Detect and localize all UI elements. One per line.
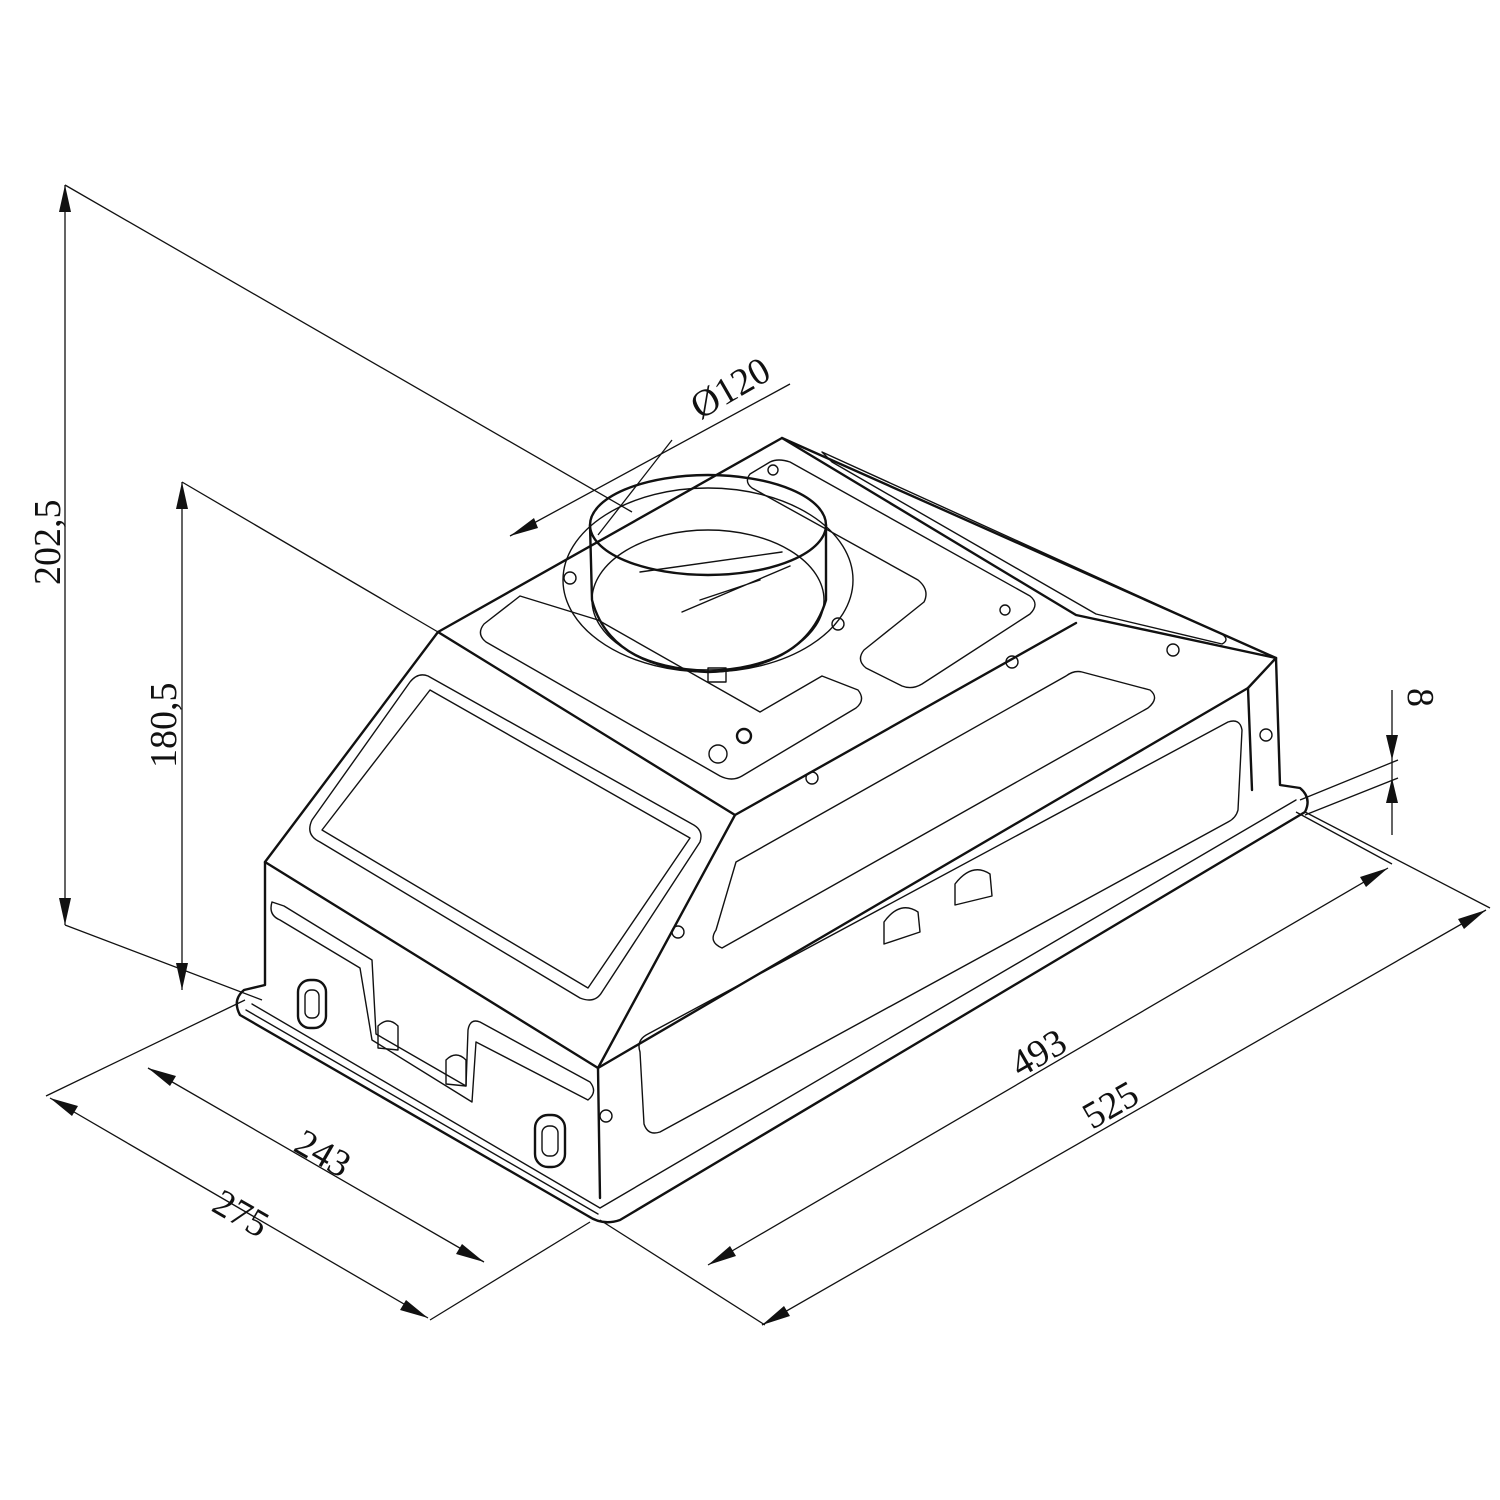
label-inner-width: 493 <box>1004 1021 1074 1086</box>
screw-icon <box>563 571 577 585</box>
screw-icon <box>735 727 753 745</box>
ext-line-total-height-bottom <box>64 924 263 1001</box>
dim-line-inner-depth <box>147 1067 485 1263</box>
side-vertical-lower-edge <box>1246 686 1254 792</box>
front-vent-slot-left <box>296 978 328 1030</box>
screw-icon <box>1259 728 1273 742</box>
label-flange-thickness: 8 <box>1399 688 1441 707</box>
arrowhead <box>50 1098 78 1116</box>
latch-icon <box>707 667 727 683</box>
label-inner-depth: 243 <box>288 1121 358 1186</box>
label-total-height: 202,5 <box>27 500 69 586</box>
top-plate-right <box>746 459 1036 689</box>
flange-inner-edge <box>251 799 1297 1209</box>
arrowhead <box>708 1246 736 1265</box>
side-upper-recess <box>712 670 1156 949</box>
hood-outline <box>235 436 1309 1224</box>
screw-icon <box>1166 643 1180 657</box>
cooker-hood-body <box>235 436 1309 1224</box>
ext-line-inner-width <box>1295 811 1393 865</box>
label-outer-depth: 275 <box>206 1181 276 1246</box>
ext-line-front-corner <box>599 1219 766 1326</box>
top-rear-rail <box>821 451 1227 645</box>
front-clip-right <box>445 1054 467 1087</box>
front-lower-recess <box>270 901 595 1103</box>
arrowhead <box>1458 910 1486 929</box>
ext-line-depth-left <box>45 999 246 1097</box>
screw-icon <box>805 771 819 785</box>
collar-flange <box>562 487 854 673</box>
arrowhead <box>59 898 71 925</box>
flange-lower-edge <box>245 1009 599 1215</box>
screw-icon <box>708 744 728 764</box>
ext-line-flange-top <box>1299 759 1399 801</box>
arrowhead <box>59 185 71 212</box>
arrowhead <box>176 482 188 509</box>
arrowhead <box>456 1244 484 1262</box>
dimension-lines <box>45 184 1491 1326</box>
arrowhead <box>762 1306 790 1325</box>
arrowhead <box>1386 735 1398 760</box>
arrowhead <box>148 1068 176 1086</box>
label-outer-width: 525 <box>1076 1073 1146 1138</box>
dim-line-duct-diameter <box>509 383 791 537</box>
screw-icon <box>671 925 685 939</box>
front-vent-slot-right <box>533 1113 567 1169</box>
arrowhead <box>1360 868 1388 887</box>
front-window-panel-inner <box>321 689 691 989</box>
front-vertical-corner <box>596 1066 602 1200</box>
ext-line-total-height-top <box>64 184 633 513</box>
dim-line-outer-width <box>761 909 1487 1326</box>
screw-icon <box>999 604 1011 616</box>
ext-line-body-height-top <box>181 481 439 633</box>
screw-icon <box>831 617 845 631</box>
top-plate-left <box>479 595 863 780</box>
side-clip-1 <box>883 907 921 945</box>
screw-icon <box>1005 655 1019 669</box>
arrowhead <box>1386 778 1398 803</box>
duct-collar <box>562 473 854 674</box>
front-window-panel <box>309 674 702 1001</box>
screw-icon <box>767 464 779 476</box>
top-face-front-edge <box>436 621 1078 817</box>
ext-line-depth-right <box>429 1221 591 1321</box>
ext-line-outer-width <box>1304 811 1491 909</box>
top-face-right-ridge <box>780 436 1278 660</box>
front-clip-left <box>377 1020 399 1051</box>
screw-icon <box>599 1109 613 1123</box>
arrowhead <box>176 963 188 990</box>
front-vent-slot-left-inner <box>304 989 320 1019</box>
arrowhead <box>510 518 538 536</box>
side-clip-2 <box>954 869 993 906</box>
dimension-labels: 202,5 180,5 Ø120 8 493 525 243 275 <box>27 349 1441 1246</box>
dim-line-inner-width <box>707 867 1389 1266</box>
side-lower-recess <box>638 720 1243 1134</box>
ext-line-duct <box>597 439 673 536</box>
damper-blade <box>639 551 791 613</box>
label-body-height: 180,5 <box>143 683 185 769</box>
front-vent-slot-right-inner <box>541 1125 559 1157</box>
arrowhead <box>400 1300 428 1318</box>
screws <box>563 464 1273 1123</box>
ext-line-flange-bottom <box>1304 777 1399 816</box>
dim-line-outer-depth <box>49 1097 429 1319</box>
